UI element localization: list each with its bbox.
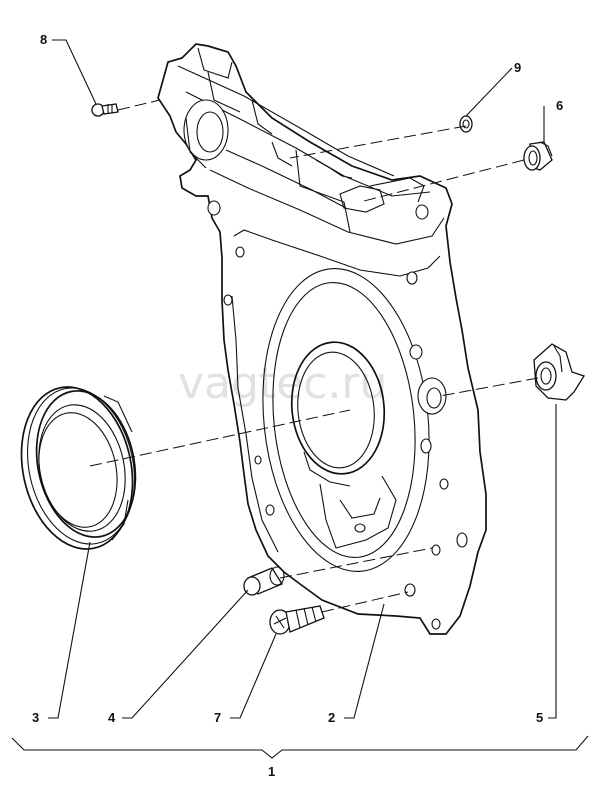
callout-9: 9 bbox=[514, 60, 521, 75]
part-9-washer bbox=[459, 115, 473, 133]
leader-lines bbox=[48, 39, 557, 719]
part-6-seal-plug bbox=[523, 141, 553, 171]
callout-2: 2 bbox=[328, 710, 335, 725]
callout-6: 6 bbox=[556, 98, 563, 113]
callout-4: 4 bbox=[108, 710, 116, 725]
part-7-bolt bbox=[269, 605, 325, 635]
callout-7: 7 bbox=[214, 710, 221, 725]
part-3-oil-seal-ring bbox=[20, 386, 137, 550]
assembly-bracket bbox=[11, 735, 589, 759]
callout-5: 5 bbox=[536, 710, 543, 725]
part-4-dowel-sleeve bbox=[243, 566, 285, 596]
callout-1: 1 bbox=[268, 764, 275, 779]
assembly-lines bbox=[89, 99, 539, 613]
callout-8: 8 bbox=[40, 32, 47, 47]
part-2-cover-housing bbox=[157, 43, 487, 635]
watermark: vagtec.ru bbox=[178, 358, 387, 409]
callout-3: 3 bbox=[32, 710, 39, 725]
part-5-sealing-cap bbox=[533, 343, 585, 401]
part-8-screw bbox=[91, 103, 119, 117]
